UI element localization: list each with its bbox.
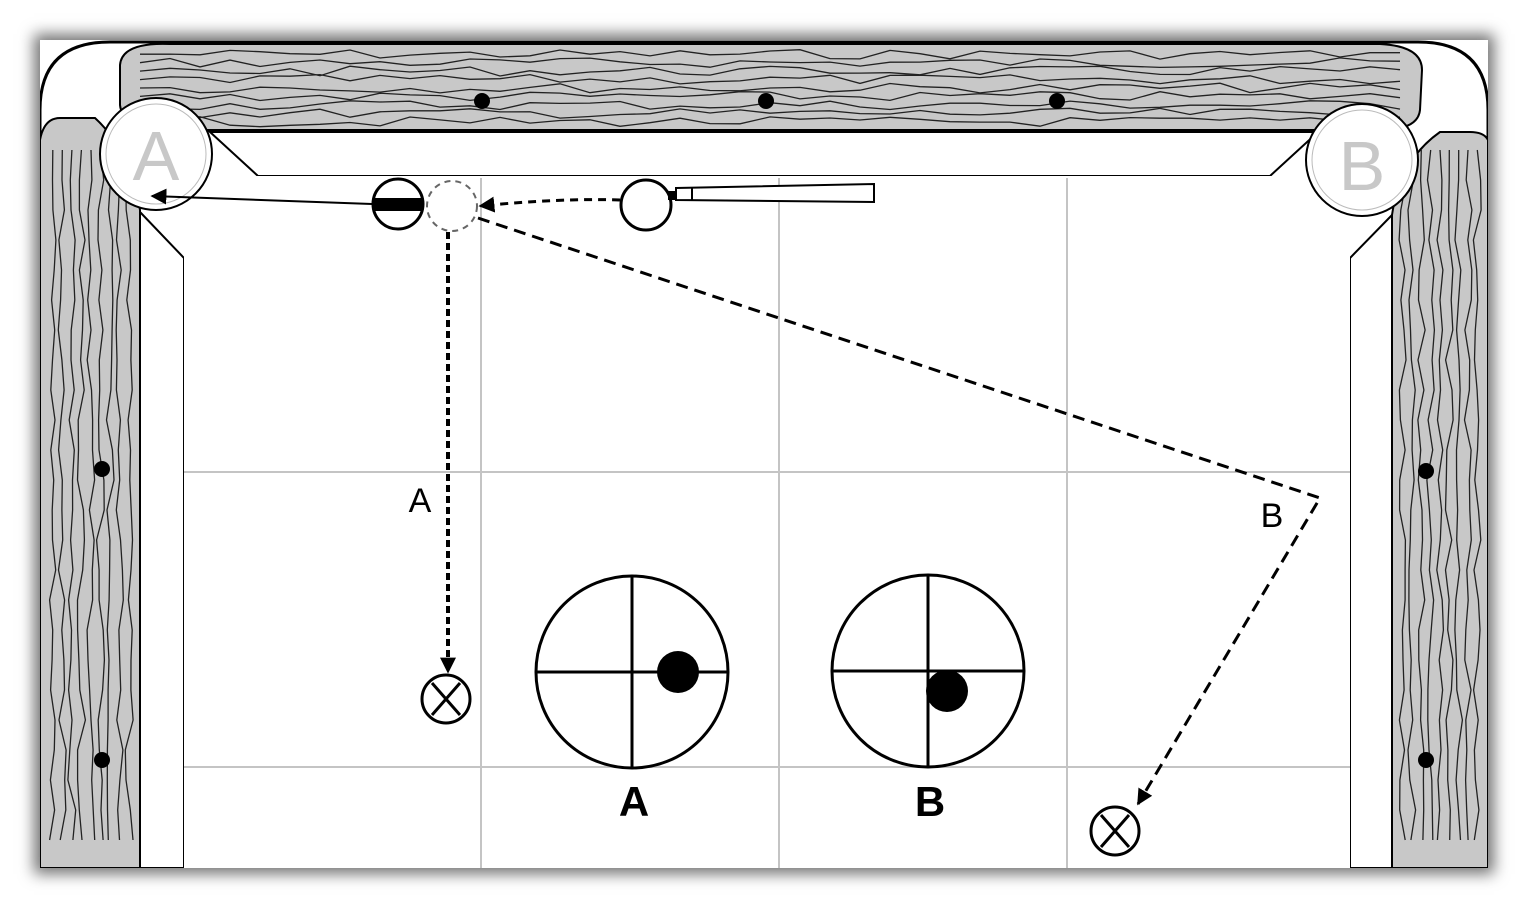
diamond-top-1 <box>474 93 490 109</box>
top-rail-grain <box>139 49 1401 128</box>
english-dot-a <box>657 651 699 693</box>
cue-ball-diagram-b-label: B <box>915 778 945 825</box>
cue-ball-diagram-b <box>830 573 1026 769</box>
diamond-top-3 <box>1049 93 1065 109</box>
cue-tip-marker-icon <box>668 191 677 200</box>
pool-table-diagram: A B A B <box>40 40 1488 868</box>
table-cloth <box>184 176 1350 868</box>
cue-stick-icon <box>668 182 875 204</box>
diamond-right-2 <box>1418 752 1434 768</box>
path-a-label: A <box>409 482 432 520</box>
left-cushion <box>139 209 185 868</box>
english-dot-b <box>926 670 968 712</box>
diamond-left-2 <box>94 752 110 768</box>
path-b-label: B <box>1261 497 1284 535</box>
right-cushion <box>1349 212 1393 868</box>
diagram-frame: A B A B <box>40 40 1488 868</box>
ghost-ball <box>426 180 478 232</box>
pocket-a-label: A <box>133 117 180 195</box>
right-rail-grain <box>1398 149 1482 841</box>
left-rail-grain <box>48 149 134 841</box>
cue-ball-path-b <box>477 216 1323 806</box>
pocket-b: B <box>1305 103 1419 217</box>
object-ball-path <box>150 188 373 205</box>
top-cushion <box>207 131 1321 177</box>
grid-lines <box>184 178 1350 868</box>
object-ball <box>371 177 425 231</box>
diamond-top-2 <box>758 93 774 109</box>
circled-x-icon <box>1089 805 1141 857</box>
pocket-b-label: B <box>1339 127 1386 205</box>
pocket-a: A <box>99 97 213 211</box>
cue-ball-diagram-a <box>534 574 730 770</box>
cue-ball-diagram-a-label: A <box>619 778 649 825</box>
cue-ball <box>619 178 673 232</box>
circled-x-icon <box>420 673 472 725</box>
diamond-left-1 <box>94 461 110 477</box>
diamond-right-1 <box>1418 463 1434 479</box>
